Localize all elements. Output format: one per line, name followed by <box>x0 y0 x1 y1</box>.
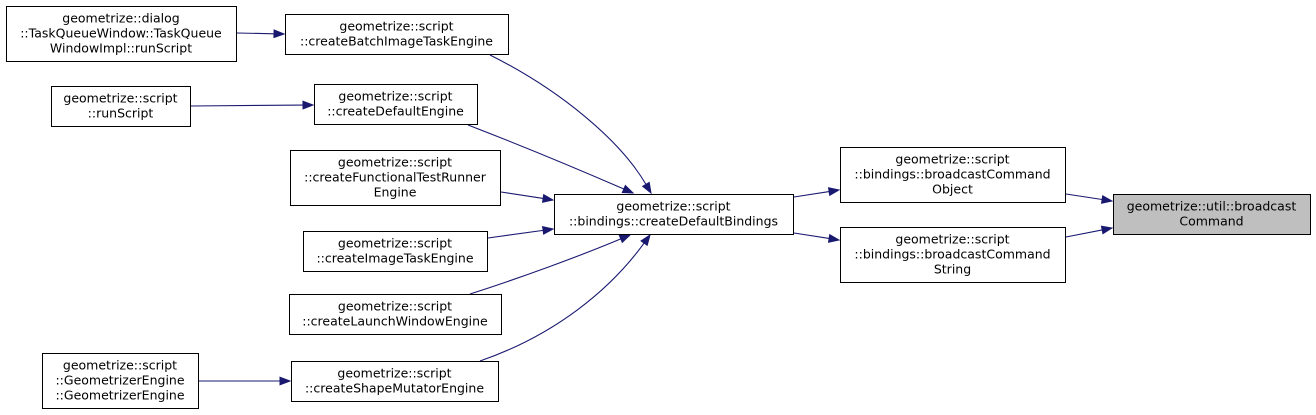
node-create-shape-mutator-engine[interactable]: geometrize::script::createShapeMutatorEn… <box>291 361 499 402</box>
node-label-line: geometrize::script <box>338 89 452 104</box>
edge-line <box>469 238 621 295</box>
node-box <box>285 14 509 55</box>
arrowhead-icon <box>827 187 841 197</box>
edge-broadcast_command_object-to-broadcast_command <box>1065 193 1114 204</box>
node-label-line: ::TaskQueueWindow::TaskQueue <box>20 26 222 41</box>
node-run-script-dialog[interactable]: geometrize::dialog::TaskQueueWindow::Tas… <box>6 6 237 62</box>
node-box <box>303 231 488 272</box>
edge-create_launch_window_engine-to-create_default_bindings <box>469 234 632 295</box>
edge-geometrizer_engine-to-create_shape_mutator_engine <box>199 376 292 386</box>
edge-line <box>1065 229 1103 238</box>
nodes: geometrize::util::broadcastCommandgeomet… <box>6 6 1311 409</box>
node-label-line: ::bindings::broadcastCommand <box>854 247 1050 262</box>
node-create-image-task-engine[interactable]: geometrize::script::createImageTaskEngin… <box>303 231 488 272</box>
node-run-script[interactable]: geometrize::script::runScript <box>51 86 191 127</box>
node-label-line: ::GeometrizerEngine <box>55 373 184 388</box>
arrowhead-icon <box>273 29 286 39</box>
node-label-line: ::createFunctionalTestRunner <box>304 170 487 185</box>
node-box <box>314 84 478 125</box>
edges <box>190 29 1114 386</box>
node-label-line: geometrize::script <box>338 155 452 170</box>
node-box <box>840 227 1066 283</box>
node-geometrizer-engine[interactable]: geometrize::script::GeometrizerEngine::G… <box>42 353 199 409</box>
node-box <box>51 86 191 127</box>
node-create-default-bindings[interactable]: geometrize::script::bindings::createDefa… <box>554 194 794 235</box>
arrowhead-icon <box>541 225 555 235</box>
node-create-functional-test-runner-engine[interactable]: geometrize::script::createFunctionalTest… <box>290 150 501 206</box>
edge-run_script-to-create_default_engine <box>190 100 315 110</box>
node-label-line: Engine <box>374 185 417 200</box>
node-label-line: geometrize::script <box>338 299 452 314</box>
node-label-line: ::createShapeMutatorEngine <box>305 381 484 396</box>
node-label-line: ::createBatchImageTaskEngine <box>300 34 493 49</box>
edge-line <box>487 229 544 239</box>
node-label-line: ::createImageTaskEngine <box>316 251 473 266</box>
node-label-line: ::createLaunchWindowEngine <box>302 314 488 329</box>
edge-create_default_engine-to-create_default_bindings <box>467 124 635 194</box>
edge-line <box>479 242 645 362</box>
edge-run_script_dialog-to-create_batch_image_task_engine <box>236 29 286 39</box>
node-box <box>554 194 794 235</box>
node-broadcast-command[interactable]: geometrize::util::broadcastCommand <box>1113 194 1311 235</box>
node-label-line: WindowImpl::runScript <box>50 41 192 56</box>
arrowhead-icon <box>279 376 292 386</box>
edge-line <box>467 124 625 190</box>
edge-broadcast_command_string-to-broadcast_command <box>1065 225 1114 238</box>
edge-create_functional_test_runner_engine-to-create_default_bindings <box>500 191 555 203</box>
arrowhead-icon <box>641 181 652 195</box>
node-create-default-engine[interactable]: geometrize::script::createDefaultEngine <box>314 84 478 125</box>
edge-create_shape_mutator_engine-to-create_default_bindings <box>479 233 651 362</box>
edge-line <box>236 32 275 35</box>
arrowhead-icon <box>640 233 651 247</box>
node-label-line: geometrize::script <box>63 358 177 373</box>
arrowhead-icon <box>621 184 635 194</box>
edge-line <box>190 104 304 107</box>
node-box <box>1113 194 1311 235</box>
arrowhead-icon <box>618 234 632 244</box>
node-label-line: geometrize::script <box>338 236 452 251</box>
node-label-line: geometrize::script <box>616 199 730 214</box>
node-box <box>289 294 502 335</box>
node-label-line: ::runScript <box>88 106 154 121</box>
node-broadcast-command-string[interactable]: geometrize::script::bindings::broadcastC… <box>840 227 1066 283</box>
arrowhead-icon <box>1100 225 1114 235</box>
arrowhead-icon <box>541 193 555 203</box>
node-label-line: ::bindings::createDefaultBindings <box>569 214 778 229</box>
node-label-line: geometrize::script <box>895 232 1009 247</box>
edge-create_default_bindings-to-broadcast_command_object <box>793 187 841 198</box>
edge-line <box>1065 193 1103 201</box>
edge-create_default_bindings-to-broadcast_command_string <box>793 232 841 243</box>
node-box <box>42 353 199 409</box>
arrowhead-icon <box>302 100 315 110</box>
edge-line <box>793 232 830 240</box>
edge-create_image_task_engine-to-create_default_bindings <box>487 225 555 239</box>
node-box <box>290 150 501 206</box>
node-label-line: Command <box>1179 214 1243 229</box>
node-label-line: ::GeometrizerEngine <box>55 388 184 403</box>
edge-line <box>500 191 544 200</box>
node-label-line: String <box>934 262 971 277</box>
node-box <box>291 361 499 402</box>
node-label-line: geometrize::script <box>337 366 451 381</box>
node-label-line: geometrize::script <box>339 19 453 34</box>
edge-line <box>489 54 647 185</box>
node-label-line: ::createDefaultEngine <box>327 104 464 119</box>
node-label-line: Object <box>932 182 973 197</box>
arrowhead-icon <box>827 233 841 243</box>
node-label-line: geometrize::util::broadcast <box>1127 199 1297 214</box>
node-broadcast-command-object[interactable]: geometrize::script::bindings::broadcastC… <box>840 147 1066 203</box>
node-create-batch-image-task-engine[interactable]: geometrize::script::createBatchImageTask… <box>285 14 509 55</box>
node-label-line: geometrize::script <box>63 91 177 106</box>
edge-line <box>793 190 830 198</box>
node-box <box>840 147 1066 203</box>
node-create-launch-window-engine[interactable]: geometrize::script::createLaunchWindowEn… <box>289 294 502 335</box>
node-label-line: ::bindings::broadcastCommand <box>854 167 1050 182</box>
arrowhead-icon <box>1100 194 1114 204</box>
node-box <box>6 6 237 62</box>
node-label-line: geometrize::dialog <box>62 11 179 26</box>
node-label-line: geometrize::script <box>895 152 1009 167</box>
edge-create_batch_image_task_engine-to-create_default_bindings <box>489 54 652 195</box>
